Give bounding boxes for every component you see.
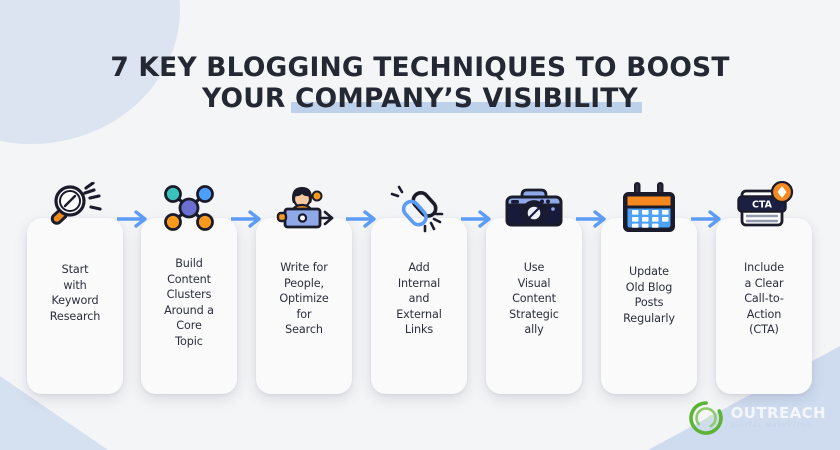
magnifier-icon	[27, 178, 123, 238]
step-card-2[interactable]: Build Content Clusters Around a Core Top…	[141, 178, 237, 398]
card-background-3	[256, 218, 352, 394]
title-highlight-label: COMPANY’S VISIBILITY	[294, 83, 638, 114]
calendar-icon	[601, 178, 697, 238]
person-at-computer-icon	[256, 178, 352, 238]
card-background-7	[716, 218, 812, 394]
logo-tagline: DIGITAL MARKETING	[730, 422, 813, 430]
card-background-1	[27, 218, 123, 394]
title-line-2: YOUR COMPANY’S VISIBILITY	[0, 83, 840, 114]
camera-icon	[486, 178, 582, 238]
card-background-6	[601, 218, 697, 394]
page-title: 7 KEY BLOGGING TECHNIQUES TO BOOST YOUR …	[0, 52, 840, 114]
card-background-4	[371, 218, 467, 394]
logo-text: OUTREACH DIGITAL MARKETING	[731, 406, 826, 429]
content-cluster-icon	[141, 178, 237, 238]
step-label-7: Include a Clear Call-to- Action (CTA)	[743, 261, 785, 336]
step-label-1: Start with Keyword Research	[49, 263, 101, 323]
step-label-2: Build Content Clusters Around a Core Top…	[164, 257, 214, 348]
title-line-1: 7 KEY BLOGGING TECHNIQUES TO BOOST	[110, 52, 730, 83]
arrow-right-icon	[459, 210, 491, 228]
step-card-7[interactable]: CTA Include a Clear Call-to- Action (CTA…	[716, 178, 812, 398]
title-line-2-prefix: YOUR	[202, 83, 295, 114]
arrow-right-icon	[689, 210, 721, 228]
step-label-4: Add Internal and External Links	[396, 261, 442, 336]
step-card-4[interactable]: Add Internal and External Links	[371, 178, 467, 398]
step-label-3: Write for People, Optimize for Search	[279, 261, 329, 336]
logo-name: OUTREACH	[730, 404, 826, 423]
steps-row: Start with Keyword Research	[0, 178, 840, 398]
svg-text:CTA: CTA	[752, 200, 773, 211]
cta-card-icon: CTA	[716, 178, 812, 238]
title-highlight-text: COMPANY’S VISIBILITY	[290, 83, 642, 114]
brand-logo: OUTREACH DIGITAL MARKETING	[686, 398, 826, 438]
card-background-2	[141, 218, 237, 394]
chain-link-icon	[371, 178, 467, 238]
step-card-1[interactable]: Start with Keyword Research	[27, 178, 123, 398]
arrow-right-icon	[574, 210, 606, 228]
step-card-6[interactable]: Update Old Blog Posts Regularly	[601, 178, 697, 398]
title-highlight-band	[290, 102, 642, 113]
outreach-swirl-icon	[688, 401, 723, 435]
card-background-5	[486, 218, 582, 394]
step-label-6: Update Old Blog Posts Regularly	[623, 265, 675, 325]
step-label-5: Use Visual Content Strategic ally	[509, 261, 559, 336]
arrow-right-icon	[229, 210, 261, 228]
arrow-right-icon	[344, 210, 376, 228]
step-card-3[interactable]: Write for People, Optimize for Search	[256, 178, 352, 398]
step-card-5[interactable]: Use Visual Content Strategic ally	[486, 178, 582, 398]
arrow-right-icon	[115, 210, 147, 228]
